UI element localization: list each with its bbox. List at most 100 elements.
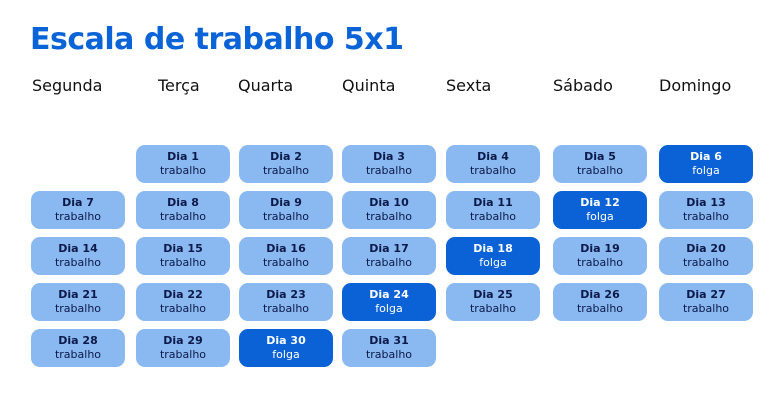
day-label: Dia 9: [270, 196, 302, 209]
day-label: Dia 18: [473, 242, 513, 255]
day-status: folga: [586, 210, 614, 223]
day-status: trabalho: [54, 348, 102, 361]
weekday-header: Terça: [158, 76, 200, 95]
weekday-header: Sexta: [446, 76, 492, 95]
day-status: folga: [375, 302, 403, 315]
day-label: Dia 16: [266, 242, 306, 255]
day-label: Dia 13: [686, 196, 726, 209]
day-label: Dia 21: [58, 288, 98, 301]
weekday-header: Domingo: [659, 76, 732, 95]
day-label: Dia 8: [167, 196, 199, 209]
day-status: trabalho: [159, 348, 207, 361]
day-status: trabalho: [159, 256, 207, 269]
day-status: folga: [272, 348, 300, 361]
day-status: trabalho: [262, 210, 310, 223]
day-label: Dia 27: [686, 288, 726, 301]
day-label: Dia 1: [167, 150, 199, 163]
day-label: Dia 23: [266, 288, 306, 301]
day-status: trabalho: [54, 256, 102, 269]
day-label: Dia 14: [58, 242, 98, 255]
day-status: trabalho: [159, 164, 207, 177]
day-label: Dia 2: [270, 150, 302, 163]
day-status: trabalho: [365, 348, 413, 361]
day-label: Dia 24: [369, 288, 409, 301]
day-label: Dia 5: [584, 150, 616, 163]
day-status: trabalho: [576, 164, 624, 177]
day-status: trabalho: [469, 302, 517, 315]
day-label: Dia 28: [58, 334, 98, 347]
day-status: trabalho: [469, 164, 517, 177]
weekday-header: Quinta: [342, 76, 396, 95]
day-status: trabalho: [576, 256, 624, 269]
day-status: trabalho: [365, 164, 413, 177]
day-status: trabalho: [159, 210, 207, 223]
day-label: Dia 12: [580, 196, 620, 209]
day-status: trabalho: [682, 256, 730, 269]
weekday-header: Sábado: [553, 76, 613, 95]
day-status: trabalho: [262, 256, 310, 269]
day-label: Dia 31: [369, 334, 409, 347]
weekday-header: Segunda: [32, 76, 103, 95]
day-label: Dia 3: [373, 150, 405, 163]
page-title: Escala de trabalho 5x1: [30, 22, 404, 57]
day-status: trabalho: [682, 302, 730, 315]
day-status: folga: [692, 164, 720, 177]
day-label: Dia 10: [369, 196, 409, 209]
day-label: Dia 4: [477, 150, 509, 163]
day-label: Dia 6: [690, 150, 722, 163]
day-status: trabalho: [262, 164, 310, 177]
day-status: trabalho: [365, 256, 413, 269]
day-label: Dia 25: [473, 288, 513, 301]
day-status: trabalho: [682, 210, 730, 223]
day-status: trabalho: [576, 302, 624, 315]
day-label: Dia 29: [163, 334, 203, 347]
day-label: Dia 11: [473, 196, 513, 209]
day-label: Dia 22: [163, 288, 203, 301]
day-label: Dia 15: [163, 242, 203, 255]
day-label: Dia 19: [580, 242, 620, 255]
day-status: trabalho: [262, 302, 310, 315]
weekday-header: Quarta: [238, 76, 294, 95]
day-status: trabalho: [54, 302, 102, 315]
day-status: trabalho: [365, 210, 413, 223]
day-status: trabalho: [469, 210, 517, 223]
day-label: Dia 7: [62, 196, 94, 209]
day-status: trabalho: [54, 210, 102, 223]
day-label: Dia 30: [266, 334, 306, 347]
day-status: folga: [479, 256, 507, 269]
day-label: Dia 20: [686, 242, 726, 255]
day-status: trabalho: [159, 302, 207, 315]
day-label: Dia 26: [580, 288, 620, 301]
day-label: Dia 17: [369, 242, 409, 255]
